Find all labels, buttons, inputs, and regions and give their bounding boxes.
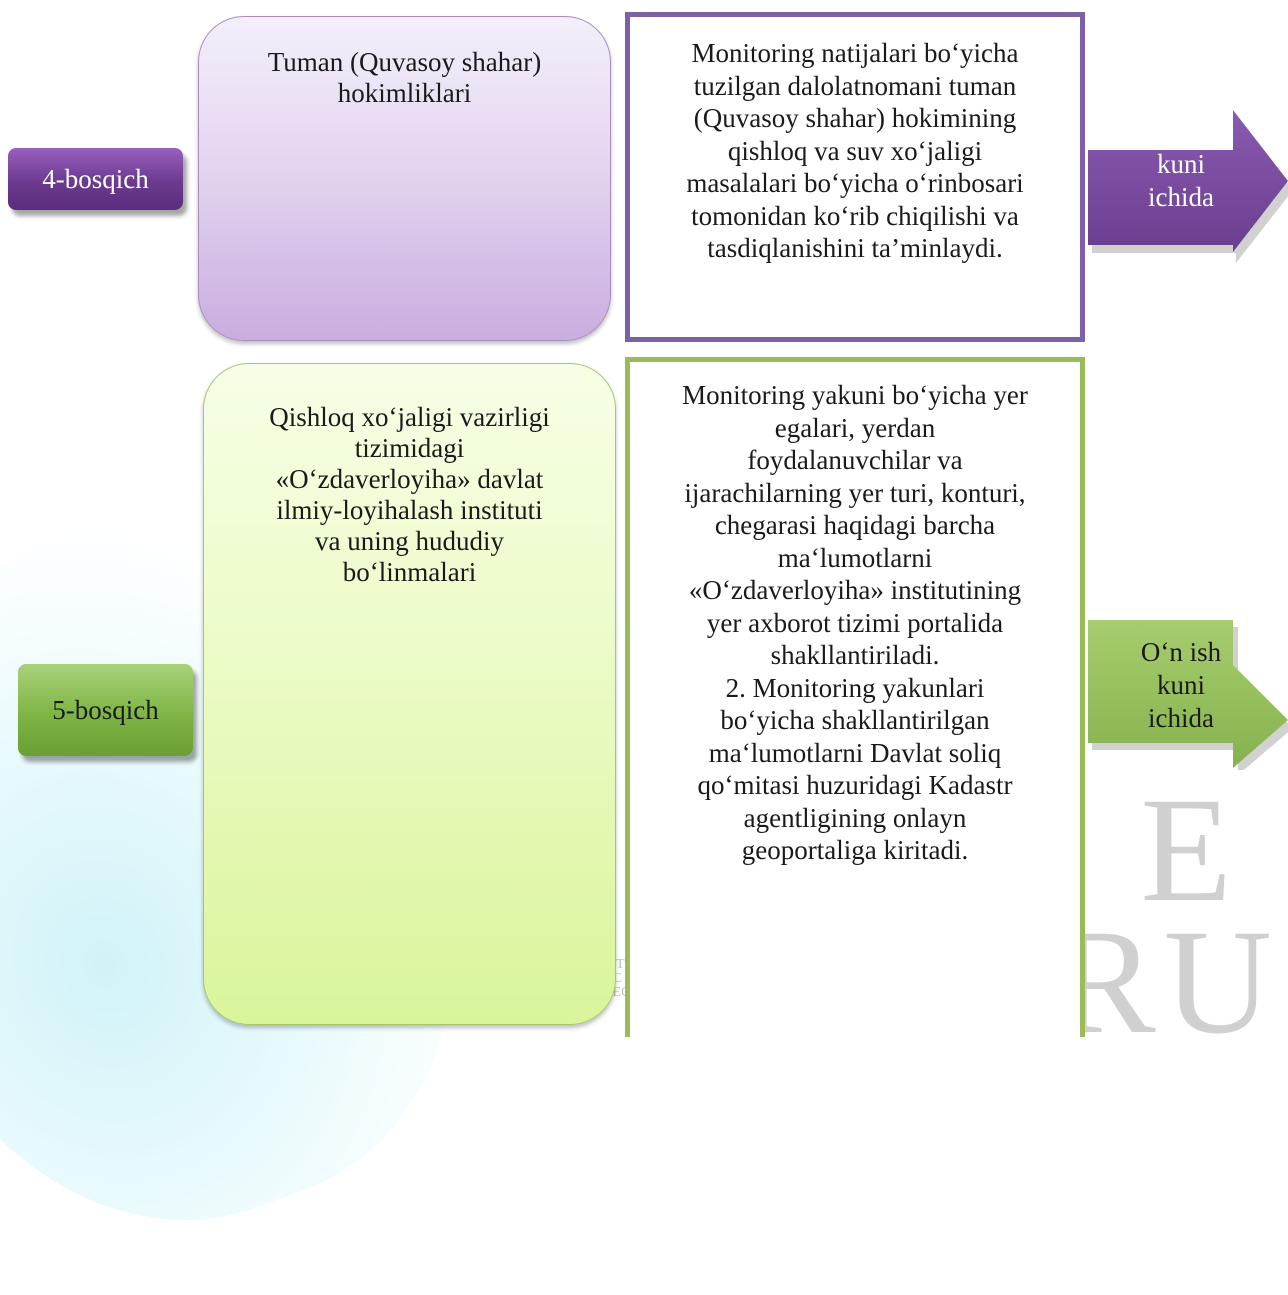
description-line: Monitoring yakuni bo‘yicha yer xyxy=(682,380,1028,410)
description-box-4: Monitoring natijalari bo‘yicha tuzilgan … xyxy=(625,12,1085,342)
stage-4-label: 4-bosqich xyxy=(8,148,183,210)
description-line: qishloq va suv xo‘jaligi xyxy=(727,135,983,166)
deadline-arrow-4: Besh ish kuni ichida xyxy=(1088,95,1288,265)
organization-line: ilmiy-loyihalash instituti xyxy=(276,495,543,525)
organization-line: «O‘zdaverloyiha» davlat xyxy=(275,464,544,494)
description-line: ijarachilarning yer turi, konturi, xyxy=(684,477,1026,508)
description-line: ma‘lumotlarni Davlat soliq xyxy=(708,737,1002,768)
deadline-line: kuni xyxy=(1156,149,1205,179)
organization-line: Qishloq xo‘jaligi vazirligi xyxy=(269,402,550,432)
description-line: shakllantiriladi. xyxy=(770,640,940,670)
description-line: ma‘lumotlarni xyxy=(777,542,933,573)
organization-line: va uning hududiy xyxy=(315,526,504,556)
description-line: (Quvasoy shahar) hokimining xyxy=(693,103,1017,133)
description-line: Monitoring natijalari bo‘yicha xyxy=(691,38,1019,68)
deadline-line: ichida xyxy=(1148,703,1214,733)
description-line: tomonidan ko‘rib chiqilishi va xyxy=(691,200,1019,231)
deadline-line: kuni xyxy=(1156,670,1205,700)
description-line: foydalanuvchilar va xyxy=(747,445,963,475)
deadline-line: Besh ish xyxy=(1134,116,1228,146)
organization-line: bo‘linmalari xyxy=(342,557,477,587)
description-line: qo‘mitasi huzuridagi Kadastr xyxy=(697,770,1013,800)
description-line: masalalari bo‘yicha o‘rinbosari xyxy=(686,168,1024,198)
organization-line: tizimidagi xyxy=(354,433,465,463)
organization-box-5: Qishloq xo‘jaligi vazirligi tizimidagi «… xyxy=(203,363,616,1025)
deadline-arrow-5: O‘n ish kuni ichida xyxy=(1088,600,1288,770)
organization-line: Tuman (Quvasoy shahar) xyxy=(267,47,542,77)
description-line: yer axborot tizimi portalida xyxy=(706,607,1004,638)
description-line: tasdiqlanishini ta’minlaydi. xyxy=(707,233,1003,263)
description-line: tuzilgan dalolatnomani tuman xyxy=(693,70,1017,101)
arrow-shape-icon xyxy=(1088,110,1288,263)
description-line: chegarasi haqidagi barcha xyxy=(714,510,996,540)
stage-5-label: 5-bosqich xyxy=(18,664,193,756)
description-line: bo‘yicha shakllantirilgan xyxy=(720,705,990,735)
description-line: egalari, yerdan xyxy=(774,412,936,443)
description-line: agentligining onlayn xyxy=(743,802,967,833)
deadline-line: O‘n ish xyxy=(1140,637,1222,667)
description-box-5: Monitoring yakuni bo‘yicha yer egalari, … xyxy=(625,357,1085,1037)
organization-box-4: Tuman (Quvasoy shahar) hokimliklari xyxy=(198,16,611,341)
description-line: «O‘zdaverloyiha» institutining xyxy=(688,575,1022,605)
description-line: geoportaliga kiritadi. xyxy=(741,835,969,865)
organization-line: hokimliklari xyxy=(337,78,472,108)
description-line: 2. Monitoring yakunlari xyxy=(725,672,985,703)
arrow-shape-icon xyxy=(1088,620,1288,770)
deadline-line: ichida xyxy=(1148,182,1214,212)
